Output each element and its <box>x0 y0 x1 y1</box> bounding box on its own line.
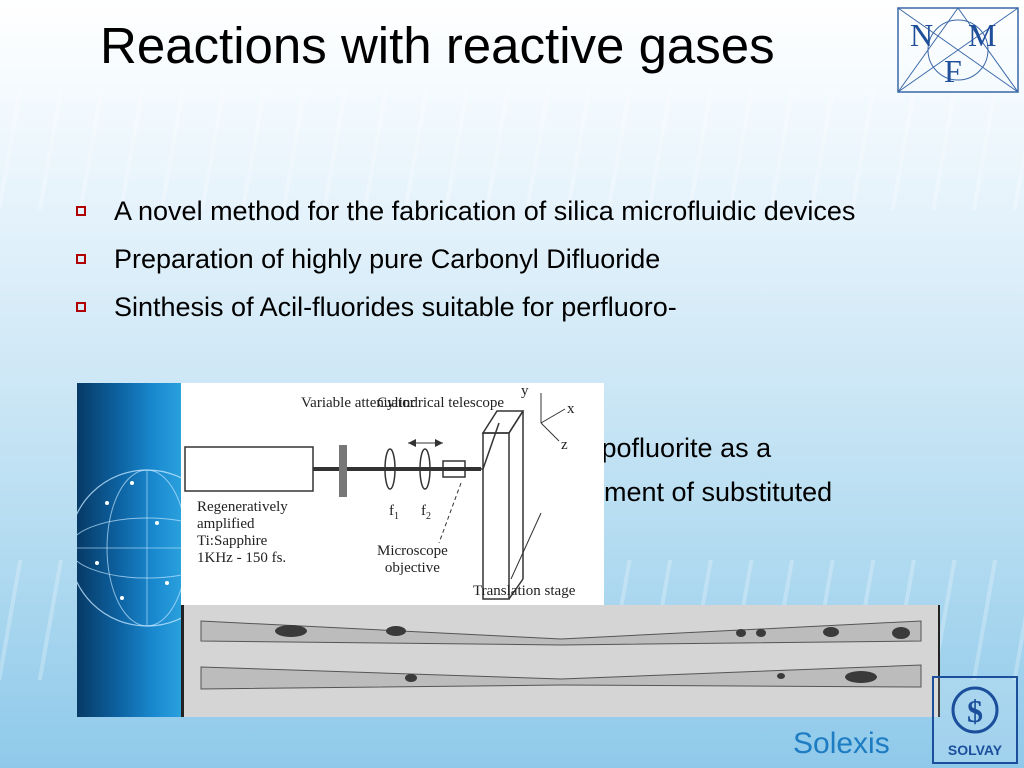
bullet-text: Sinthesis of Acil-fluorides suitable for… <box>114 292 677 322</box>
axis-y-label: y <box>521 383 529 399</box>
bullet-text: Preparation of highly pure Carbonyl Difl… <box>114 244 661 274</box>
solvay-logo-text: SOLVAY <box>947 742 1003 758</box>
bullet-marker-icon <box>76 206 86 216</box>
svg-text:$: $ <box>967 693 983 729</box>
bullet-list: A novel method for the fabrication of si… <box>76 190 896 334</box>
laser-setup-diagram: Variable attenuator Cylindrical telescop… <box>181 383 604 605</box>
bullet-item: Sinthesis of Acil-fluorides suitable for… <box>76 286 896 328</box>
bullet-text: A novel method for the fabrication of si… <box>114 196 856 226</box>
axis-x-label: x <box>567 401 575 417</box>
bullet-text-partial: ment of substituted <box>604 477 833 507</box>
globe-image <box>77 383 181 717</box>
background-wave <box>0 90 1024 210</box>
nmf-letter-n: N <box>910 17 933 53</box>
bullet-marker-icon <box>76 254 86 264</box>
cylindrical-telescope-label: Cylindrical telescope <box>377 395 505 411</box>
bullet-text-partial: ypofluorite as a <box>588 433 772 463</box>
translation-stage-label: Translation stage <box>473 583 576 599</box>
microchannel-micrograph <box>181 605 940 717</box>
bullet-item: A novel method for the fabrication of si… <box>76 190 896 232</box>
solexis-logo-text: Solexis <box>793 727 890 760</box>
bullet-item: Preparation of highly pure Carbonyl Difl… <box>76 238 896 280</box>
bullet-marker-icon <box>76 302 86 312</box>
figure-overlay: Variable attenuator Cylindrical telescop… <box>77 383 940 717</box>
microscope-objective-label: Microscope objective <box>377 543 448 576</box>
slide-title: Reactions with reactive gases <box>100 17 775 74</box>
laser-label: Regeneratively amplified Ti:Sapphire 1KH… <box>197 499 288 566</box>
nmf-letter-m: M <box>968 17 996 53</box>
solvay-logo: $ SOLVAY <box>932 676 1018 764</box>
f2-label: f2 <box>421 503 431 522</box>
nmf-logo: N M F <box>897 7 1019 93</box>
axis-z-label: z <box>561 437 568 453</box>
variable-attenuator-label: Variable attenuator <box>301 395 415 411</box>
f1-label: f1 <box>389 503 399 522</box>
nmf-letter-f: F <box>944 53 962 89</box>
